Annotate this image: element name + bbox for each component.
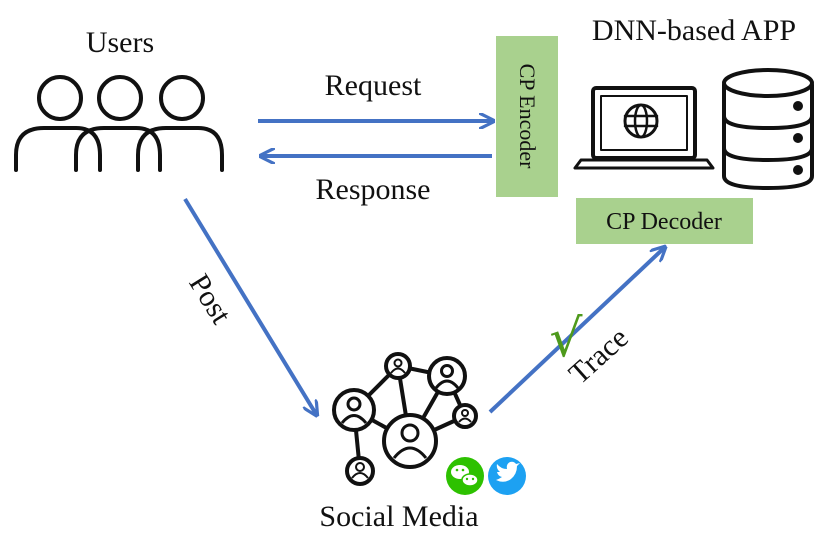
users-label: Users — [86, 26, 154, 59]
request-label: Request — [325, 69, 422, 102]
app-label: DNN-based APP — [592, 14, 796, 47]
laptop-globe-icon — [573, 86, 715, 170]
wechat-icon — [446, 457, 484, 495]
social-network-icon — [332, 352, 478, 486]
response-label: Response — [316, 173, 431, 206]
users-icon — [14, 75, 224, 172]
social-media-label: Social Media — [319, 500, 478, 533]
social-node-small — [452, 403, 478, 429]
cp-encoder-label: CP Encoder — [515, 64, 540, 170]
social-node-top — [384, 352, 412, 380]
cp-decoder-box — [576, 198, 753, 244]
trace-arrow — [488, 248, 664, 414]
social-node-bottom — [345, 456, 375, 486]
social-node-right — [427, 356, 467, 396]
database-icon — [722, 68, 814, 190]
social-node-center — [382, 413, 438, 469]
cp-decoder-label: CP Decoder — [606, 209, 722, 235]
cp-encoder-box — [496, 36, 558, 197]
check-mark: √ — [549, 309, 583, 369]
social-node-left — [332, 388, 376, 432]
twitter-icon — [488, 457, 526, 495]
post-arrow — [183, 197, 316, 414]
post-label: Post — [182, 268, 238, 330]
